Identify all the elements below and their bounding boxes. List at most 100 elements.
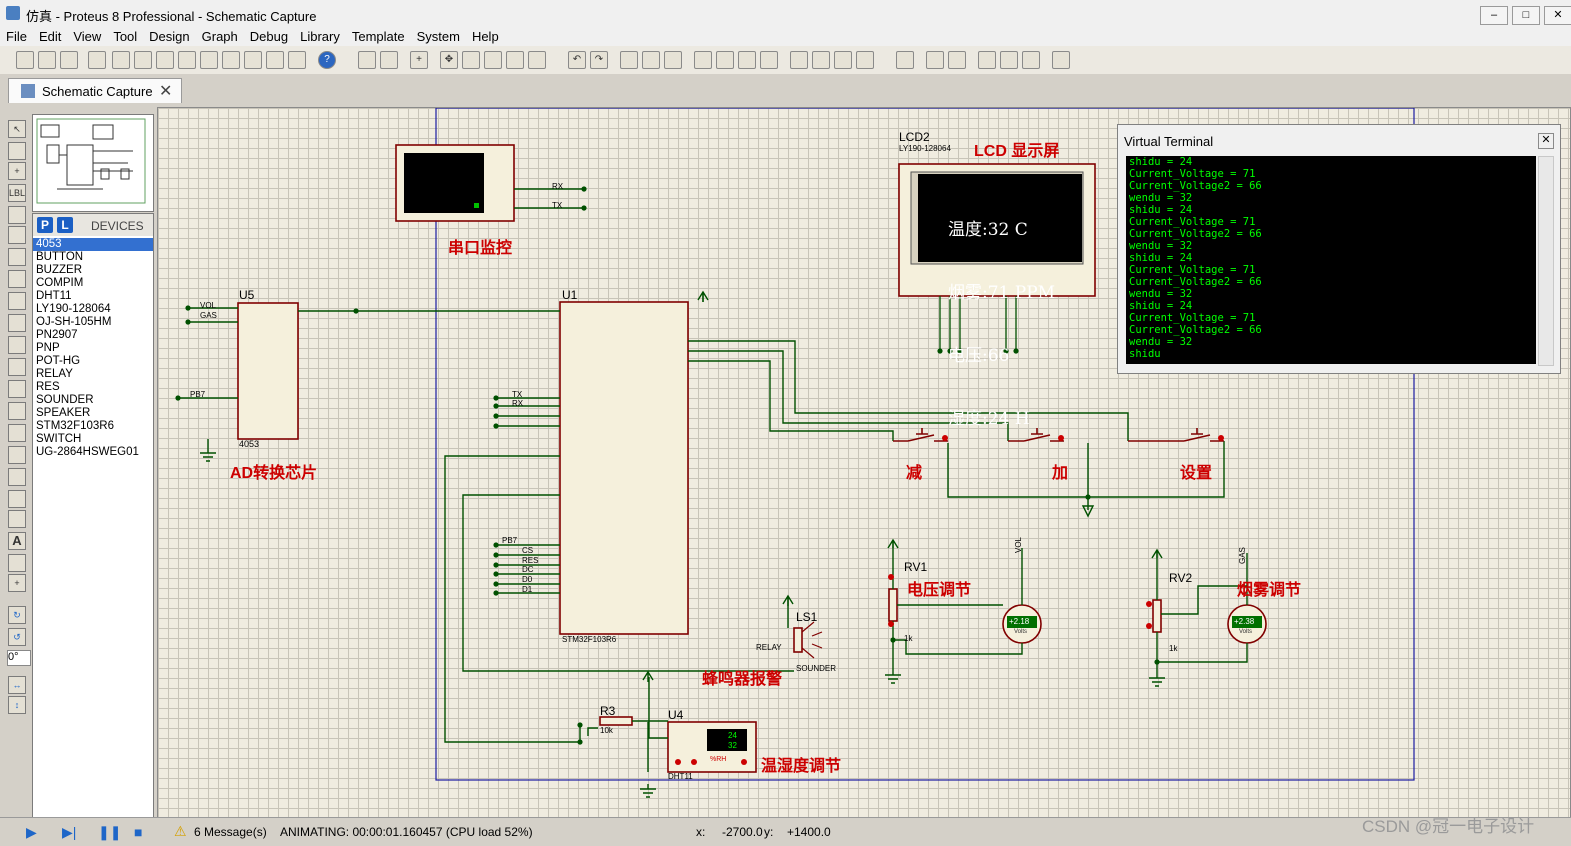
device-item[interactable]: LY190-128064 [36,303,111,315]
line-icon[interactable] [8,424,26,442]
component-mode-icon[interactable] [8,142,26,160]
block-copy-icon[interactable] [694,51,712,69]
minimize-button[interactable]: – [1480,6,1508,25]
bom-icon[interactable] [222,51,240,69]
terminal-icon[interactable] [8,270,26,288]
wire-autorouter-icon[interactable] [896,51,914,69]
menu-help[interactable]: Help [471,29,499,44]
device-item[interactable]: SWITCH [36,433,82,445]
menu-design[interactable]: Design [149,29,190,44]
overview-window[interactable] [32,114,154,212]
copy-icon[interactable] [642,51,660,69]
help-icon[interactable]: ? [318,51,336,69]
device-item[interactable]: STM32F103R6 [36,420,114,432]
3d-icon[interactable] [200,51,218,69]
block-rotate-icon[interactable] [738,51,756,69]
rotate-anticlockwise-icon[interactable]: ↺ [8,628,26,646]
decompose-icon[interactable] [856,51,874,69]
mirror-vertical-icon[interactable]: ↕ [8,696,26,714]
device-item[interactable]: UG-2864HSWEG01 [36,446,139,458]
menu-edit[interactable]: Edit [38,29,62,44]
warning-icon[interactable]: ⚠ [174,823,187,839]
path-icon[interactable] [8,510,26,528]
step-button[interactable]: ▶| [62,824,77,840]
notes-icon[interactable] [288,51,306,69]
maximize-button[interactable]: □ [1512,6,1540,25]
zoom-all-icon[interactable] [506,51,524,69]
device-item[interactable]: DHT11 [36,290,72,302]
property-assignment-icon[interactable] [948,51,966,69]
symbol-icon[interactable] [8,554,26,572]
home-icon[interactable] [112,51,130,69]
close-tab-icon[interactable]: ✕ [159,83,173,100]
redo-icon[interactable]: ↷ [590,51,608,69]
grid-icon[interactable] [380,51,398,69]
search-icon[interactable] [926,51,944,69]
pause-button[interactable]: ❚❚ [98,824,122,840]
subcircuit-icon[interactable] [8,248,26,266]
menu-system[interactable]: System [416,29,460,44]
pcb-icon[interactable] [156,51,174,69]
menu-graph[interactable]: Graph [201,29,238,44]
block-move-icon[interactable] [716,51,734,69]
paste-icon[interactable] [664,51,682,69]
generator-icon[interactable] [8,358,26,376]
pan-icon[interactable]: ✥ [440,51,458,69]
tab-schematic-capture[interactable]: Schematic Capture ✕ [8,78,182,103]
pick-devices-button[interactable]: P [37,217,53,233]
make-device-icon[interactable] [812,51,830,69]
schematic-canvas[interactable]: 串口监控 LCD 显示屏 AD转换芯片 蜂鸣器报警 温湿度调节 电压调节 烟雾调… [157,107,1571,818]
close-button[interactable]: ✕ [1544,6,1571,25]
undo-icon[interactable]: ↶ [568,51,586,69]
virtual-terminal-scrollbar[interactable] [1538,156,1554,366]
menu-debug[interactable]: Debug [249,29,289,44]
rotate-clockwise-icon[interactable]: ↻ [8,606,26,624]
rotation-readout[interactable]: 0° [7,650,31,666]
menu-tool[interactable]: Tool [113,29,138,44]
voltage-probe-icon[interactable] [8,380,26,398]
bus-icon[interactable] [8,226,26,244]
text-script-icon[interactable] [8,206,26,224]
marker-icon[interactable]: + [8,574,26,592]
messages-count[interactable]: 6 Message(s) [194,825,267,839]
device-item[interactable]: SOUNDER [36,394,94,406]
zoom-in-icon[interactable] [462,51,480,69]
menu-template[interactable]: Template [351,29,405,44]
source-icon[interactable] [244,51,262,69]
device-item[interactable]: RES [36,381,60,393]
circle-icon[interactable] [8,468,26,486]
save-icon[interactable] [60,51,78,69]
device-pin-icon[interactable] [8,292,26,310]
device-item[interactable]: SPEAKER [36,407,91,419]
device-item[interactable]: RELAY [36,368,73,380]
open-file-icon[interactable] [38,51,56,69]
wire-label-icon[interactable]: LBL [8,184,26,202]
device-item[interactable]: 4053 [33,238,153,251]
menu-file[interactable]: File [6,29,27,44]
device-item[interactable]: OJ-SH-105HM [36,316,112,328]
library-manager-button[interactable]: L [57,217,73,233]
mirror-horizontal-icon[interactable]: ↔ [8,676,26,694]
virtual-instrument-icon[interactable] [8,402,26,420]
zoom-out-icon[interactable] [484,51,502,69]
menu-view[interactable]: View [73,29,102,44]
exit-parent-icon[interactable] [1022,51,1040,69]
device-item[interactable]: COMPIM [36,277,84,289]
cut-icon[interactable] [620,51,638,69]
junction-icon[interactable]: + [8,162,26,180]
stop-button[interactable]: ■ [134,824,143,840]
tape-recorder-icon[interactable] [8,336,26,354]
device-item[interactable]: PN2907 [36,329,78,341]
package-icon[interactable] [834,51,852,69]
gerber-icon[interactable] [178,51,196,69]
new-file-icon[interactable] [16,51,34,69]
play-button[interactable]: ▶ [26,824,37,840]
graph-icon[interactable] [8,314,26,332]
refresh-icon[interactable] [358,51,376,69]
selection-mode-icon[interactable]: ↖ [8,120,26,138]
arc-icon[interactable] [8,490,26,508]
import-icon[interactable] [88,51,106,69]
device-item[interactable]: BUZZER [36,264,82,276]
device-item[interactable]: BUTTON [36,251,84,263]
